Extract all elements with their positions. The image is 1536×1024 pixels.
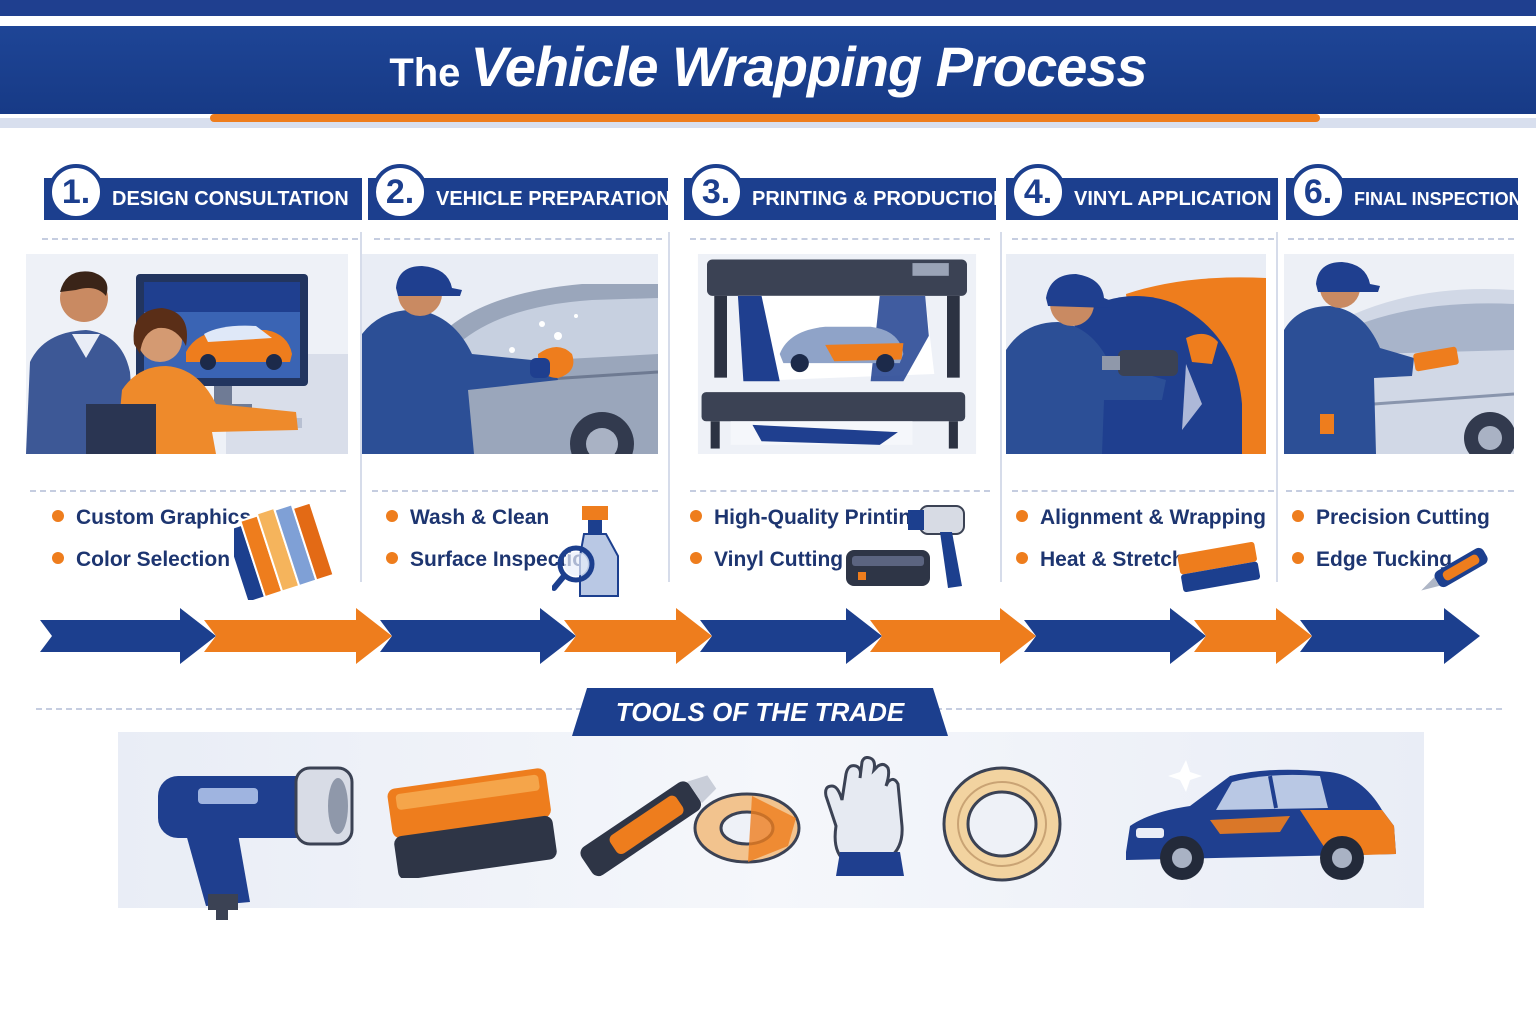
bullet-text: Edge Tucking [1316, 548, 1453, 571]
bullet-item: Edge Tucking [1292, 548, 1452, 572]
washing-scene [362, 254, 658, 454]
bullet-dot [386, 510, 398, 522]
bullet-text: Alignment & Wrapping [1040, 506, 1266, 529]
bullet-text: Surface Inspection [410, 548, 598, 571]
step-final-inspection: FINAL INSPECTION 6. Precision Cutting Ed… [1278, 164, 1522, 600]
wrapping-scene [1006, 254, 1266, 454]
step-separator [1000, 232, 1002, 582]
bullet-item: Surface Inspection [386, 548, 598, 572]
bullet-dot [52, 552, 64, 564]
bullet-dot [1016, 552, 1028, 564]
tools-section-title: TOOLS OF THE TRADE [572, 688, 948, 736]
squeegee-icon [1177, 542, 1261, 593]
gloves-icon [824, 756, 904, 876]
banner-main [0, 26, 1536, 114]
squeegee-icon [387, 768, 557, 878]
heat-gun-icon [846, 505, 965, 588]
bullet-text: Heat & Stretch [1040, 548, 1185, 571]
divider [374, 238, 662, 240]
bullet-item: Precision Cutting [1292, 506, 1490, 530]
color-swatch-icon [234, 504, 335, 600]
bullet-text: High-Quality Printing [714, 506, 924, 529]
knife-icon [1421, 547, 1488, 591]
bullet-item: Heat & Stretch [1016, 548, 1185, 572]
step-title: VINYL APPLICATION [1074, 188, 1272, 210]
banner-top-strip [0, 0, 1536, 16]
step-separator [360, 232, 362, 582]
bullet-dot [386, 552, 398, 564]
step-number: 3. [688, 164, 744, 220]
printer-scene [697, 254, 977, 454]
divider [1288, 238, 1514, 240]
divider [690, 238, 990, 240]
step-printing-production: PRINTING & PRODUCTION 3. High-Quality Pr… [680, 164, 1008, 600]
heat-gun-icon [158, 766, 354, 920]
bullet-text: Color Selection [76, 548, 231, 571]
step-title: FINAL INSPECTION [1354, 189, 1522, 209]
divider [1012, 490, 1274, 492]
process-flow-arrows [40, 608, 1480, 664]
wrapped-car-icon [1126, 760, 1396, 880]
banner-bottom-strip [0, 118, 1536, 128]
step-number: 4. [1010, 164, 1066, 220]
bullet-dot [690, 552, 702, 564]
masking-tape-icon [942, 766, 1062, 882]
divider [42, 238, 358, 240]
bullet-dot [52, 510, 64, 522]
step-separator [668, 232, 670, 582]
divider [1286, 490, 1514, 492]
tape-roll-icon [693, 792, 801, 864]
bullet-dot [1292, 510, 1304, 522]
bullet-item: Custom Graphics [52, 506, 251, 530]
divider [372, 490, 658, 492]
bullet-item: Color Selection [52, 548, 230, 572]
step-number: 1. [48, 164, 104, 220]
step-header: VINYL APPLICATION [1006, 178, 1280, 220]
bullet-dot [690, 510, 702, 522]
step-design-consultation: DESIGN CONSULTATION 1. Custom Graphics C… [22, 164, 380, 600]
step-title: PRINTING & PRODUCTION [752, 188, 1008, 210]
step-title: DESIGN CONSULTATION [112, 188, 349, 210]
step-number: 6. [1290, 164, 1346, 220]
bullet-item: Wash & Clean [386, 506, 549, 530]
divider [690, 490, 990, 492]
step-number: 2. [372, 164, 428, 220]
bullet-text: Vinyl Cutting [714, 548, 844, 571]
inspection-scene [1284, 254, 1514, 454]
bullet-dot [1292, 552, 1304, 564]
divider [1012, 238, 1274, 240]
step-title: VEHICLE PREPARATION [436, 188, 671, 210]
utility-knife-icon [580, 775, 717, 877]
bullet-text: Wash & Clean [410, 506, 550, 529]
bullet-text: Precision Cutting [1316, 506, 1490, 529]
banner-divider [0, 16, 1536, 26]
step-header: PRINTING & PRODUCTION [684, 178, 1008, 220]
bullet-dot [1016, 510, 1028, 522]
banner-accent-line [210, 114, 1320, 122]
title-main: Vehicle Wrapping Process [470, 35, 1147, 98]
step-vehicle-preparation: VEHICLE PREPARATION 2. Wash & Clean Surf… [362, 164, 671, 600]
bullet-item: Vinyl Cutting [690, 548, 843, 572]
step-separator [1276, 232, 1278, 582]
title-prefix: The [389, 51, 461, 95]
step-vinyl-application: VINYL APPLICATION 4. Alignment & Wrappin… [1002, 164, 1280, 600]
consultation-scene [26, 254, 348, 454]
bullet-item: High-Quality Printing [690, 506, 924, 530]
spray-bottle-icon [552, 506, 619, 597]
bullet-text: Custom Graphics [76, 506, 252, 529]
divider [30, 490, 346, 492]
bullet-item: Alignment & Wrapping [1016, 506, 1266, 530]
